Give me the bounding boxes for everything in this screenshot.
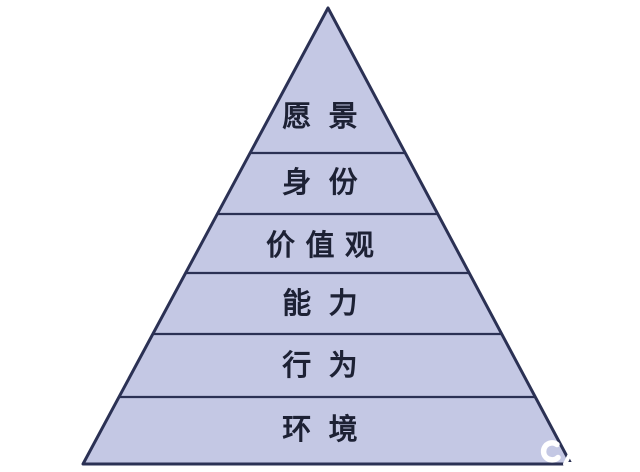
pyramid-level-behavior-label: 行为 (282, 350, 376, 382)
pyramid-level-identity-label: 身份 (282, 167, 376, 199)
brand-watermark-icon (540, 440, 586, 466)
pyramid-shape (81, 6, 573, 466)
pyramid-level-vision-label: 愿景 (282, 101, 376, 133)
pyramid-level-values-label: 价值观 (266, 230, 385, 262)
pyramid-level-capability-label: 能力 (282, 288, 376, 320)
pyramid-level-environment-label: 环境 (282, 414, 376, 446)
watermark-triangle-icon (563, 443, 586, 466)
watermark-crescent-icon (540, 440, 561, 463)
